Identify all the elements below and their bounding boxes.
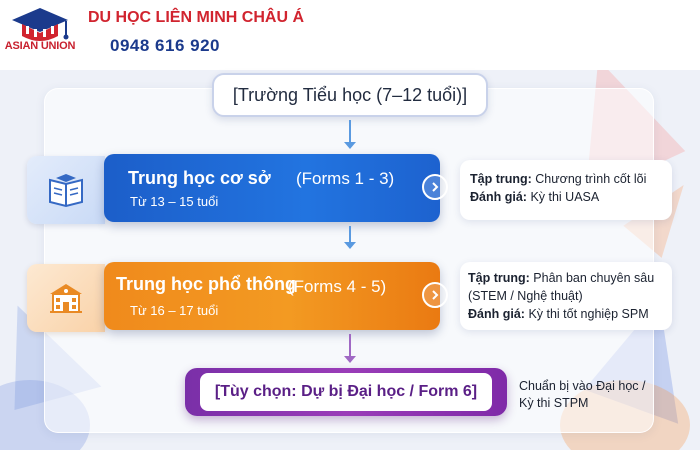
school-building-icon: [27, 264, 105, 332]
down-arrow-icon: [343, 120, 357, 149]
optional-note-line1: Chuẩn bị vào Đại học /: [519, 379, 646, 393]
chevron-right-icon[interactable]: [422, 174, 448, 200]
phone-number: 0948 616 920: [110, 36, 220, 55]
lower-secondary-info: Tập trung: Chương trình cốt lõi Đánh giá…: [460, 160, 672, 220]
focus-label: Tập trung:: [468, 271, 530, 285]
chevron-right-icon[interactable]: [422, 282, 448, 308]
focus-value: Chương trình cốt lõi: [535, 172, 647, 186]
assess-label: Đánh giá:: [470, 190, 527, 204]
stage-age: Từ 13 – 15 tuổi: [130, 194, 219, 209]
optional-label: [Tùy chọn: Dự bị Đại học / Form 6]: [200, 373, 492, 411]
open-book-icon: [27, 156, 105, 224]
optional-note-line2: Kỳ thi STPM: [519, 396, 589, 410]
focus-label: Tập trung:: [470, 172, 532, 186]
focus-value: Phân ban chuyên sâu: [533, 271, 655, 285]
stage-forms: (Forms 1 - 3): [296, 169, 395, 188]
brand-header: ASIAN UNION DU HỌC LIÊN MINH CHÂU Á 0948…: [0, 0, 700, 70]
brand-name: DU HỌC LIÊN MINH CHÂU Á: [88, 9, 304, 26]
primary-school-node: [Trường Tiểu học (7–12 tuổi)]: [212, 73, 488, 117]
stage-title: Trung học cơ sở: [128, 168, 271, 188]
graduation-cap-icon: [4, 6, 76, 64]
logo-text: ASIAN UNION: [4, 40, 76, 52]
stage-forms: (Forms 4 - 5): [288, 277, 387, 296]
assess-label: Đánh giá:: [468, 307, 525, 321]
assess-value: Kỳ thi tốt nghiệp SPM: [528, 307, 649, 321]
focus-value-2: (STEM / Nghệ thuật): [468, 289, 583, 303]
down-arrow-icon: [343, 226, 357, 249]
stage-title: Trung học phổ thông: [116, 274, 296, 294]
lower-secondary-banner: Trung học cơ sở (Forms 1 - 3) Từ 13 – 15…: [104, 154, 448, 222]
down-arrow-icon: [343, 334, 357, 363]
upper-secondary-info: Tập trung: Phân ban chuyên sâu (STEM / N…: [460, 262, 672, 330]
optional-note: Chuẩn bị vào Đại học / Kỳ thi STPM: [519, 378, 669, 412]
stage-age: Từ 16 – 17 tuổi: [130, 303, 219, 318]
upper-secondary-banner: Trung học phổ thông (Forms 4 - 5) Từ 16 …: [104, 262, 448, 330]
assess-value: Kỳ thi UASA: [530, 190, 600, 204]
